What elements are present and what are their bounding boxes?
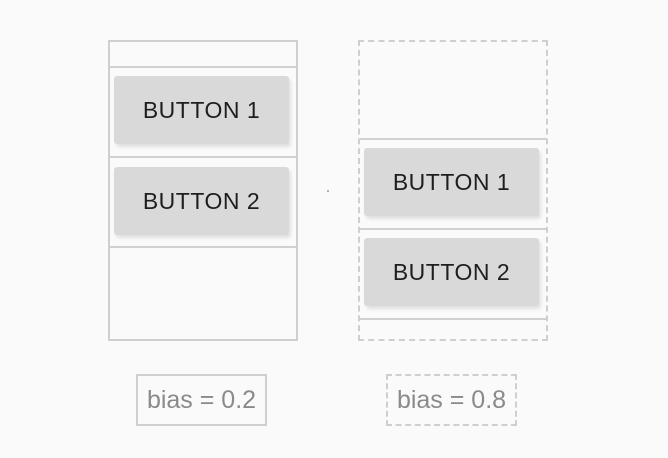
button-2[interactable]: BUTTON 2 (364, 238, 539, 306)
guideline-bottom (360, 318, 546, 320)
guideline-top (110, 66, 296, 68)
button-1[interactable]: BUTTON 1 (114, 76, 289, 144)
guideline-middle (360, 228, 546, 230)
container-bias-low: BUTTON 1 BUTTON 2 (108, 40, 298, 341)
guideline-top (360, 138, 546, 140)
guideline-middle (110, 156, 296, 158)
bias-caption-high: bias = 0.8 (386, 374, 517, 426)
container-bias-high: BUTTON 1 BUTTON 2 (358, 40, 548, 341)
button-1[interactable]: BUTTON 1 (364, 148, 539, 216)
guideline-bottom (110, 246, 296, 248)
bias-caption-low: bias = 0.2 (136, 374, 267, 426)
center-dot (327, 190, 329, 192)
button-2[interactable]: BUTTON 2 (114, 167, 289, 235)
